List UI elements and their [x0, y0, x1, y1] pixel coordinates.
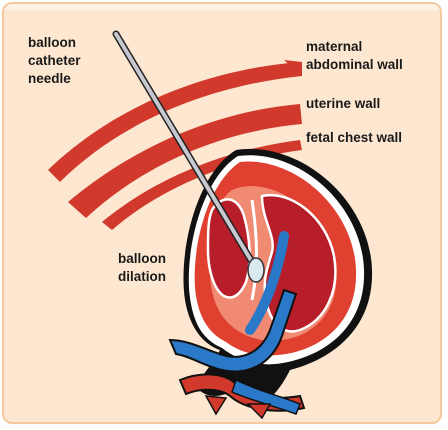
label-needle: balloon catheter needle [28, 34, 81, 88]
label-maternal-wall: maternal abdominal wall [306, 38, 403, 74]
label-uterine-wall: uterine wall [306, 95, 380, 113]
balloon [248, 258, 264, 282]
label-balloon-dilation: balloon dilation [118, 250, 166, 286]
label-fetal-chest-wall: fetal chest wall [306, 129, 402, 147]
branch-red-2 [248, 404, 270, 418]
branch-red [206, 396, 226, 414]
catheter-needle [116, 34, 252, 262]
